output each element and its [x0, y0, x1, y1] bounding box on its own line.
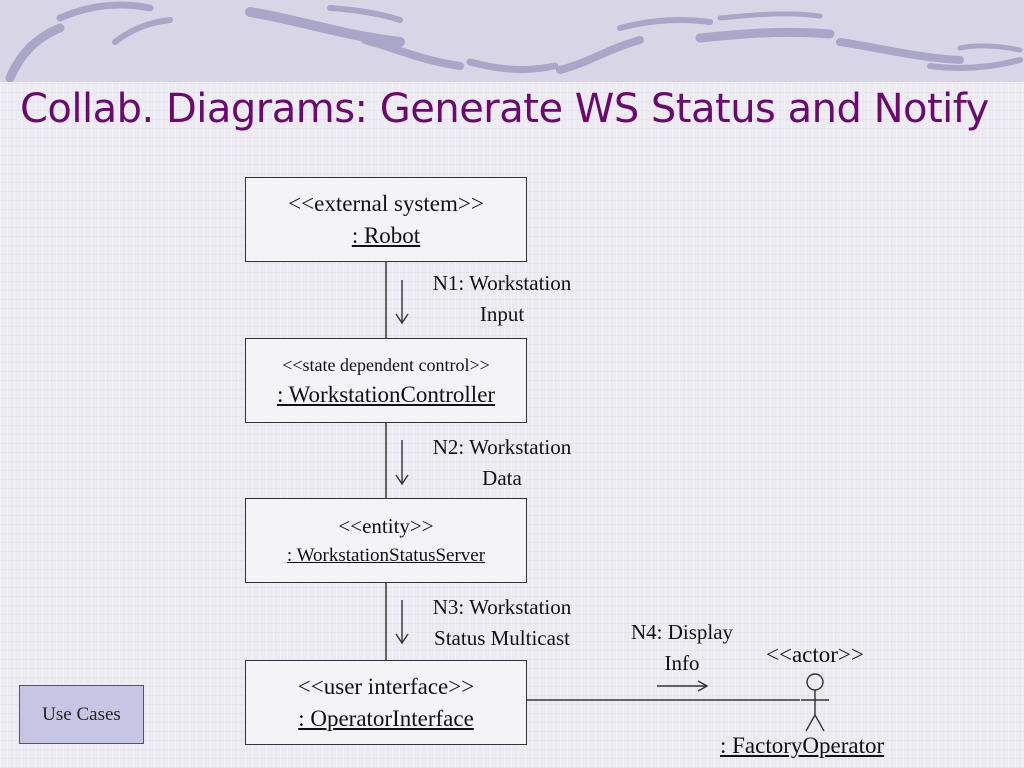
message-label: N3: Workstation — [432, 595, 572, 619]
object-stereotype: <<state dependent control>> — [282, 355, 490, 375]
object-stereotype: <<external system>> — [288, 191, 484, 216]
object-stereotype: <<entity>> — [338, 514, 434, 538]
decorative-banner — [0, 0, 1024, 82]
object-name: : WorkstationController — [276, 382, 496, 407]
object-stereotype: <<user interface>> — [297, 674, 475, 699]
message-label: Data — [482, 466, 522, 490]
message-n1: N1: Workstation Input — [414, 268, 590, 330]
arrow-right-icon — [657, 680, 709, 692]
object-workstation-controller: <<state dependent control>> : Workstatio… — [245, 338, 527, 423]
message-label: Status Multicast — [434, 626, 570, 650]
arrow-down-icon — [395, 440, 409, 486]
message-n3: N3: Workstation Status Multicast — [414, 592, 590, 654]
object-workstation-status-server: <<entity>> : WorkstationStatusServer — [245, 498, 527, 583]
message-label: Input — [479, 302, 525, 326]
object-name: : WorkstationStatusServer — [286, 545, 486, 566]
message-n4: N4: Display Info — [612, 617, 752, 679]
use-cases-button[interactable]: Use Cases — [19, 685, 144, 744]
object-name: : OperatorInterface — [298, 706, 474, 731]
arrow-down-icon — [395, 600, 409, 645]
actor-name: : FactoryOperator — [720, 733, 885, 758]
object-robot: <<external system>> : Robot — [245, 177, 527, 262]
message-n2: N2: Workstation Data — [414, 432, 590, 494]
arrow-down-icon — [395, 280, 409, 325]
message-label: N2: Workstation — [432, 435, 572, 459]
message-label: N1: Workstation — [432, 271, 572, 295]
object-operator-interface: <<user interface>> : OperatorInterface — [245, 660, 527, 745]
stick-figure-actor-icon — [801, 673, 829, 732]
swirl-decoration — [5, 1, 1023, 82]
actor-stereotype: <<actor>> — [766, 642, 864, 667]
message-label: Info — [664, 651, 700, 675]
message-label: N4: Display — [630, 620, 734, 644]
slide-title: Collab. Diagrams: Generate WS Status and… — [20, 86, 989, 132]
object-name: : Robot — [351, 223, 421, 248]
